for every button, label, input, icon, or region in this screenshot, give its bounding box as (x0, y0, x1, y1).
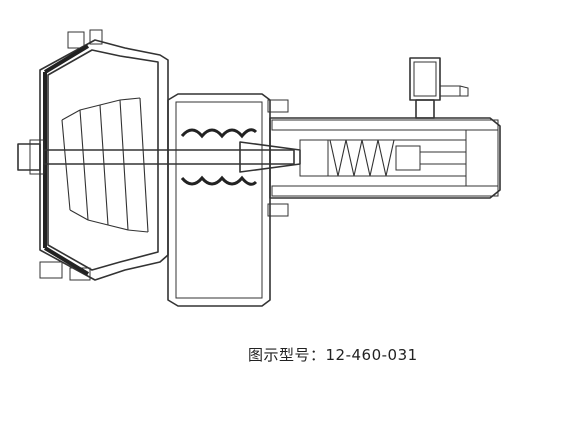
model-number-caption: 图示型号：12-460-031 (248, 346, 418, 364)
center-housing (167, 93, 289, 307)
diaphragm-chamber (17, 29, 169, 281)
bleeder-valve (409, 57, 469, 119)
brake-chamber-cross-section (17, 29, 501, 307)
bellows-boot (180, 128, 258, 186)
return-spring (61, 97, 149, 233)
master-cylinder (269, 117, 501, 199)
